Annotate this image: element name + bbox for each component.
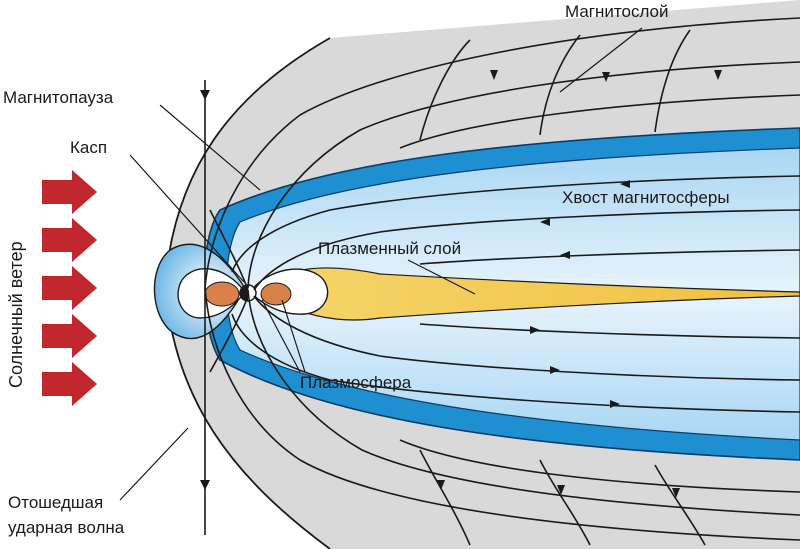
- sheath-field-lines: [204, 17, 800, 546]
- tail-field-lines: [231, 175, 800, 413]
- magnetotail-label: Хвост магнитосферы: [562, 188, 730, 207]
- label-leader-lines: [119, 27, 643, 501]
- plasmasphere-right-core: [260, 282, 292, 306]
- bow-shock-label-line1: Отошедшая: [8, 493, 103, 512]
- right-arrow-icon: [42, 170, 97, 406]
- solar-wind-label: Солнечный ветер: [6, 241, 26, 388]
- plasmasphere-label: Плазмосфера: [300, 373, 412, 392]
- magnetosheath-label: Магнитослой: [565, 2, 669, 21]
- plasmasphere-left-core: [204, 281, 240, 307]
- field-direction-arrows: [200, 70, 722, 498]
- plasma-sheet-region: [264, 267, 800, 321]
- bow-shock-label-line2: ударная волна: [8, 518, 125, 537]
- cusp-label: Касп: [70, 138, 107, 157]
- magnetopause-label: Магнитопауза: [3, 88, 114, 107]
- plasma-sheet-label: Плазменный слой: [318, 239, 461, 258]
- cusp-field-lines: [209, 209, 249, 373]
